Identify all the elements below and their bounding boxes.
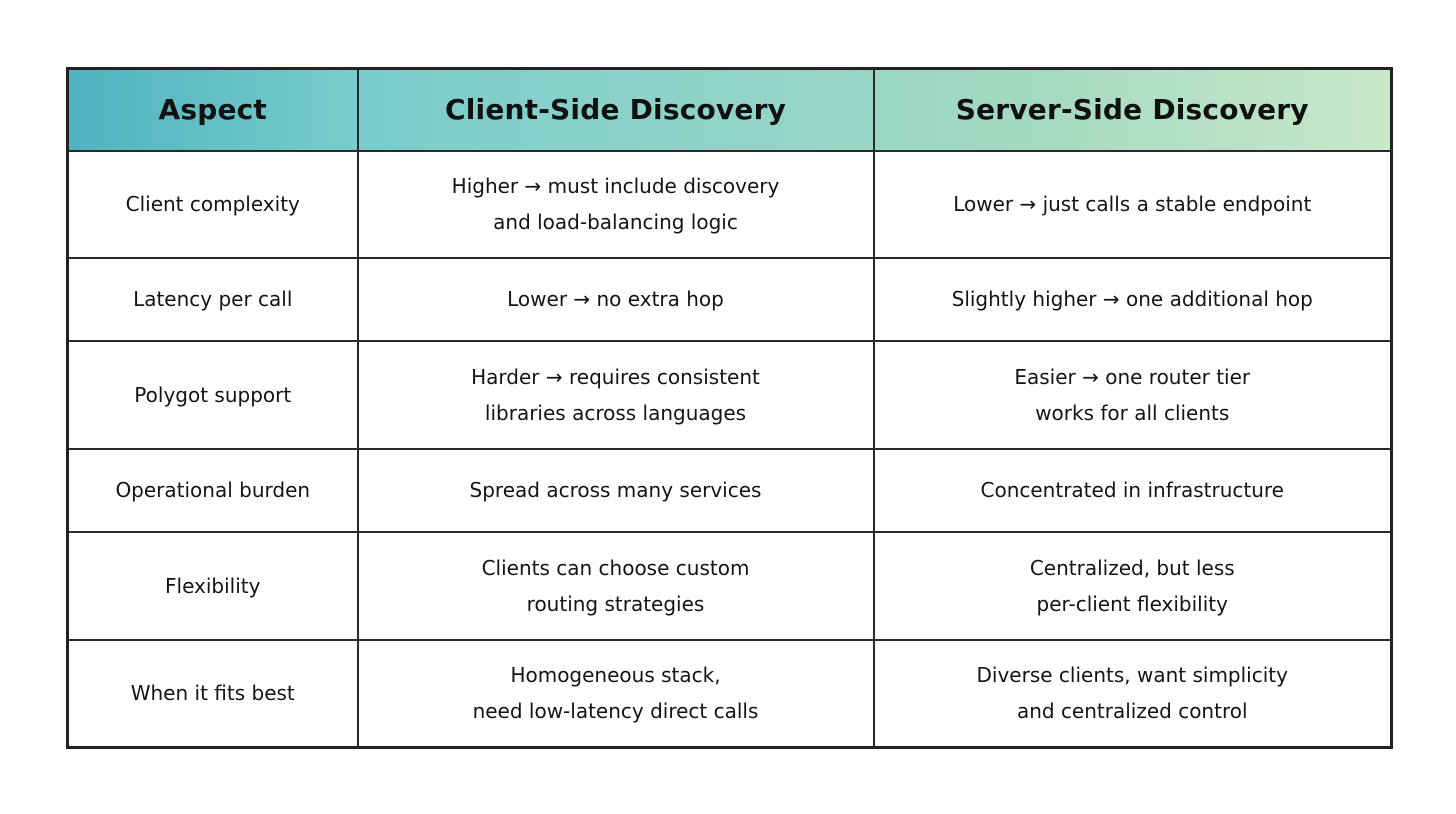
server-side-cell: Diverse clients, want simplicity and cen… xyxy=(872,638,1393,749)
cell-line: Lower → no extra hop xyxy=(507,287,724,311)
server-side-cell: Slightly higher → one additional hop xyxy=(872,256,1393,342)
cell-line: Easier → one router tier xyxy=(1014,364,1251,389)
cell-line: Diverse clients, want simplicity xyxy=(976,663,1288,688)
table-row: Client complexity Higher → must include … xyxy=(66,149,1393,259)
aspect-cell: Flexibility xyxy=(66,530,359,641)
cell-line: per-client flexibility xyxy=(1036,591,1228,616)
cell-line: Centralized, but less xyxy=(1029,555,1235,580)
table-header-row: Aspect Client-Side Discovery Server-Side… xyxy=(66,67,1393,152)
cell-line: Concentrated in infrastructure xyxy=(980,478,1284,502)
client-side-cell: Homogeneous stack, need low-latency dire… xyxy=(356,638,875,749)
aspect-cell: Polygot support xyxy=(66,339,359,450)
cell-line: Slightly higher → one additional hop xyxy=(951,287,1313,311)
cell-line: routing strategies xyxy=(526,591,705,616)
table-row: Polygot support Harder → requires consis… xyxy=(66,339,1393,450)
aspect-cell: Client complexity xyxy=(66,149,359,259)
header-server-side-discovery: Server-Side Discovery xyxy=(872,67,1393,152)
aspect-cell: Operational burden xyxy=(66,447,359,533)
table-row: Operational burden Spread across many se… xyxy=(66,447,1393,533)
header-client-side-discovery: Client-Side Discovery xyxy=(356,67,875,152)
cell-line: Spread across many services xyxy=(469,478,762,502)
server-side-cell: Lower → just calls a stable endpoint xyxy=(872,149,1393,259)
cell-line: Clients can choose custom xyxy=(481,555,750,580)
server-side-cell: Centralized, but less per-client flexibi… xyxy=(872,530,1393,641)
server-side-cell: Concentrated in infrastructure xyxy=(872,447,1393,533)
cell-line: and load-balancing logic xyxy=(493,210,738,234)
comparison-table-container: Aspect Client-Side Discovery Server-Side… xyxy=(66,67,1393,749)
aspect-cell: When it fits best xyxy=(66,638,359,749)
client-side-cell: Harder → requires consistent libraries a… xyxy=(356,339,875,450)
client-side-cell: Higher → must include discovery and load… xyxy=(356,149,875,259)
aspect-cell: Latency per call xyxy=(66,256,359,342)
client-side-cell: Lower → no extra hop xyxy=(356,256,875,342)
cell-line: Higher → must include discovery xyxy=(451,174,780,198)
cell-line: Harder → requires consistent xyxy=(471,364,760,389)
table-row: Latency per call Lower → no extra hop Sl… xyxy=(66,256,1393,342)
client-side-cell: Clients can choose custom routing strate… xyxy=(356,530,875,641)
header-aspect: Aspect xyxy=(66,67,359,152)
server-side-cell: Easier → one router tier works for all c… xyxy=(872,339,1393,450)
cell-line: Lower → just calls a stable endpoint xyxy=(953,192,1312,216)
cell-line: need low-latency direct calls xyxy=(472,699,759,724)
discovery-comparison-table: Aspect Client-Side Discovery Server-Side… xyxy=(66,67,1393,749)
cell-line: Homogeneous stack, xyxy=(510,663,721,688)
cell-line: works for all clients xyxy=(1035,400,1230,425)
table-row: Flexibility Clients can choose custom ro… xyxy=(66,530,1393,641)
table-row: When it fits best Homogeneous stack, nee… xyxy=(66,638,1393,749)
cell-line: libraries across languages xyxy=(484,400,747,425)
cell-line: and centralized control xyxy=(1016,699,1248,724)
client-side-cell: Spread across many services xyxy=(356,447,875,533)
